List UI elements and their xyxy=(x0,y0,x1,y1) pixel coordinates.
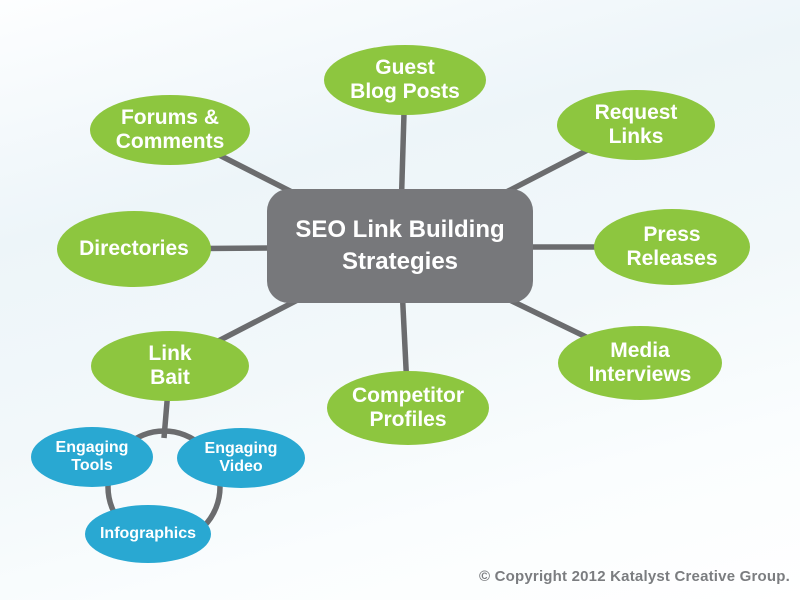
node-label-line: Profiles xyxy=(369,408,447,431)
node-label-line: Blog Posts xyxy=(350,80,460,103)
node-request-links: Request Links xyxy=(557,90,715,160)
node-competitor-profiles: Competitor Profiles xyxy=(327,371,489,445)
node-label-line: Link xyxy=(148,342,192,366)
node-label-line: Guest xyxy=(375,56,435,80)
copyright-notice: © Copyright 2012 Katalyst Creative Group… xyxy=(478,568,790,585)
node-label-line: Engaging xyxy=(55,438,129,456)
node-label-line: Releases xyxy=(626,247,718,270)
node-label-line: Comments xyxy=(115,130,225,153)
node-label-line: Request xyxy=(594,101,678,125)
node-label-line: Interviews xyxy=(588,363,692,386)
node-label-line: Bait xyxy=(150,366,190,389)
node-link-bait: Link Bait xyxy=(91,331,249,401)
node-press-releases: Press Releases xyxy=(594,209,750,285)
node-label-line: Links xyxy=(608,125,664,148)
node-guest-blog-posts: Guest Blog Posts xyxy=(324,45,486,115)
center-label-line: Strategies xyxy=(341,248,459,275)
center-node-seo-link-building-strategies: SEO Link Building Strategies xyxy=(267,189,533,303)
node-media-interviews: Media Interviews xyxy=(558,326,722,400)
node-label-line: Media xyxy=(610,339,670,363)
node-directories: Directories xyxy=(57,211,211,287)
node-label-line: Infographics xyxy=(99,524,196,542)
node-label-line: Video xyxy=(219,458,263,475)
node-engaging-video: Engaging Video xyxy=(177,428,305,488)
center-label-line: SEO Link Building xyxy=(295,215,505,243)
node-forums-comments: Forums & Comments xyxy=(90,95,250,165)
node-engaging-tools: Engaging Tools xyxy=(31,427,153,487)
node-label-line: Directories xyxy=(79,237,189,261)
node-label-line: Press xyxy=(643,223,701,247)
node-infographics: Infographics xyxy=(85,505,211,563)
node-label-line: Forums & xyxy=(120,106,219,130)
node-label-line: Competitor xyxy=(352,384,464,408)
node-label-line: Tools xyxy=(71,457,113,474)
node-label-line: Engaging xyxy=(204,439,278,457)
